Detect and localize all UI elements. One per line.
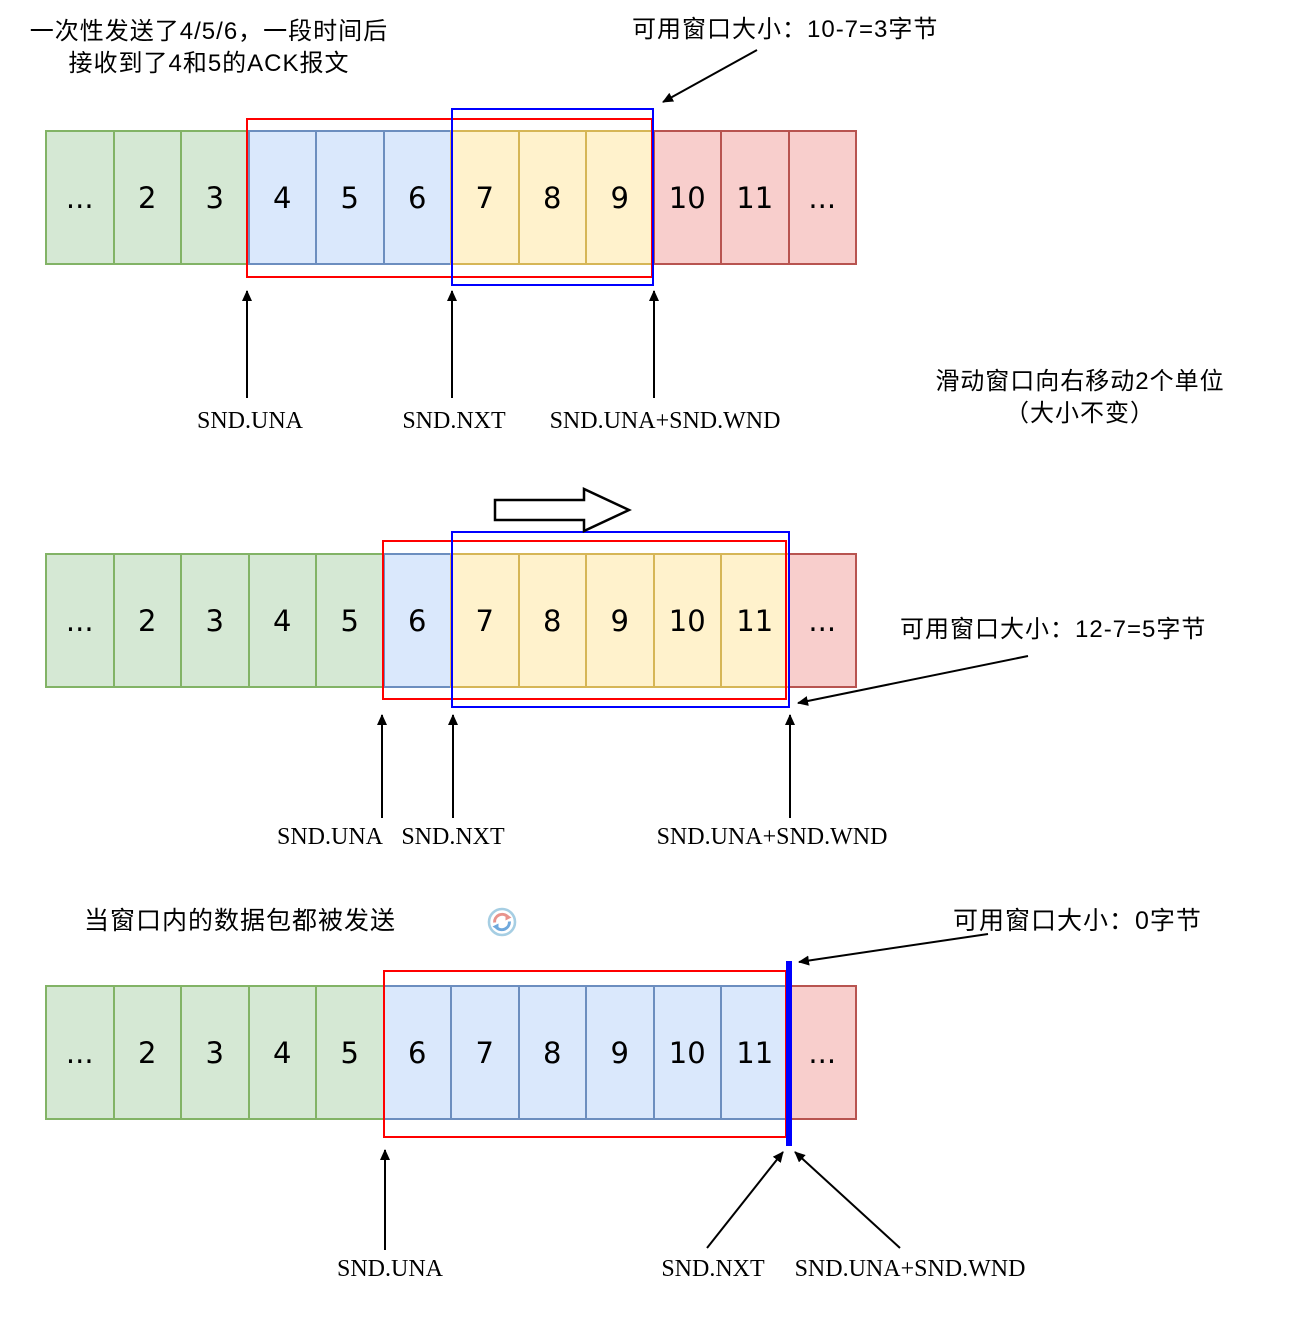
byte-cell-ellipsis: ... <box>787 553 857 688</box>
byte-cell-10: 10 <box>652 130 722 265</box>
byte-cell-2: 2 <box>112 985 182 1120</box>
slide-note-line-2: （大小不变） <box>1005 400 1155 427</box>
byte-cell-ellipsis: ... <box>787 130 857 265</box>
byte-cell-4: 4 <box>247 553 317 688</box>
byte-cell-9: 9 <box>585 985 655 1120</box>
annotation-arrow-usable-3 <box>798 933 989 966</box>
pointer-label-snd-nxt-3: SND.NXT <box>661 1256 765 1282</box>
send-window-outline-2 <box>382 540 787 700</box>
snd-una-wnd-arrow-3 <box>794 1151 901 1249</box>
byte-cell-9: 9 <box>585 130 655 265</box>
pointer-label-snd-una-3: SND.UNA <box>336 1256 443 1282</box>
pointer-label-snd-nxt-2: SND.NXT <box>401 824 505 850</box>
pointer-label-snd-una-wnd-1: SND.UNA+SND.WND <box>549 408 781 434</box>
slide-right-hollow-arrow <box>493 487 632 533</box>
byte-cell-ellipsis: ... <box>45 130 115 265</box>
byte-cell-ellipsis: ... <box>45 553 115 688</box>
byte-cell-2: 2 <box>112 130 182 265</box>
pointer-label-snd-una-wnd-3: SND.UNA+SND.WND <box>794 1256 1026 1282</box>
usable-window-outline-1 <box>451 108 654 286</box>
byte-cell-3: 3 <box>180 553 250 688</box>
byte-cell-5: 5 <box>315 553 385 688</box>
note-sent-456: 一次性发送了4/5/6，一段时间后 接收到了4和5的ACK报文 <box>14 16 404 80</box>
byte-cell-3: 3 <box>180 985 250 1120</box>
pointer-label-snd-una-2: SND.UNA <box>276 824 383 850</box>
byte-cell-ellipsis: ... <box>787 985 857 1120</box>
usable-window-annotation-2: 可用窗口大小：12-7=5字节 <box>900 616 1207 643</box>
byte-cell-5: 5 <box>315 985 385 1120</box>
byte-cell-8: 8 <box>517 985 587 1120</box>
slide-note-line-1: 滑动窗口向右移动2个单位 <box>935 368 1225 395</box>
note-line-1: 一次性发送了4/5/6，一段时间后 <box>29 18 389 45</box>
usable-window-annotation-1: 可用窗口大小：10-7=3字节 <box>632 16 939 43</box>
slide-right-note: 滑动窗口向右移动2个单位 （大小不变） <box>915 366 1245 430</box>
byte-cell-4: 4 <box>247 985 317 1120</box>
note-line-2: 接收到了4和5的ACK报文 <box>68 50 350 77</box>
zero-usable-window-bar <box>786 961 792 1146</box>
pointer-label-snd-una-wnd-2: SND.UNA+SND.WND <box>656 824 888 850</box>
byte-cell-2: 2 <box>112 553 182 688</box>
pointer-label-snd-nxt-1: SND.NXT <box>402 408 506 434</box>
usable-window-outline-2 <box>451 531 790 708</box>
annotation-arrow-usable-1 <box>662 49 758 103</box>
byte-cell-3: 3 <box>180 130 250 265</box>
pointer-label-snd-una-1: SND.UNA <box>196 408 303 434</box>
byte-cell-11: 11 <box>720 985 790 1120</box>
sync-refresh-icon <box>487 907 517 937</box>
snd-nxt-arrow-3 <box>706 1151 784 1249</box>
byte-cell-11: 11 <box>720 130 790 265</box>
byte-cell-ellipsis: ... <box>45 985 115 1120</box>
send-window-outline-3 <box>383 970 787 1138</box>
section3-header: 当窗口内的数据包都被发送 <box>84 907 397 935</box>
usable-window-annotation-3: 可用窗口大小：0字节 <box>953 907 1202 935</box>
